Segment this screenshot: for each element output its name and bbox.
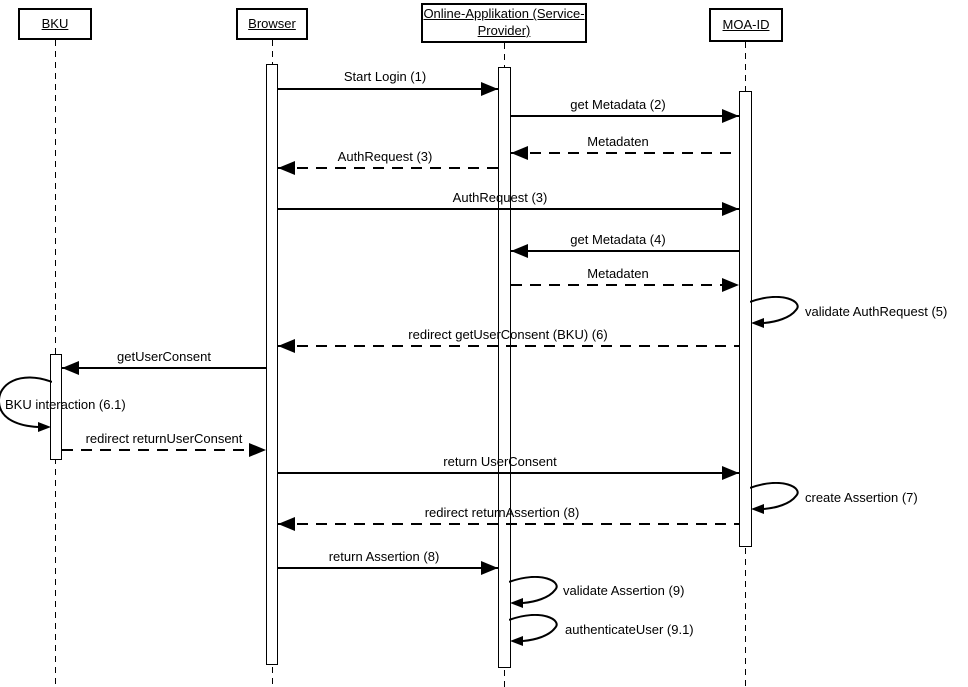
activation-bar-browser	[266, 64, 278, 665]
arrowhead-icon	[511, 244, 528, 258]
activation-bar-moa-id	[739, 91, 752, 547]
self-loop-bku-interaction	[0, 376, 52, 432]
self-loop-authenticateuser	[509, 614, 558, 646]
activation-bar-online-app	[498, 67, 511, 668]
self-loop-validate-assertion	[509, 576, 558, 608]
arrowhead-icon	[722, 466, 739, 480]
message-line-return-assertion	[278, 567, 498, 569]
message-line-authrequest-dashed	[278, 167, 498, 169]
message-label-authenticateuser: authenticateUser (9.1)	[565, 622, 694, 637]
actor-label-online-app-line1: Online-Applikation (Service-	[423, 6, 585, 22]
actor-label-moa-id: MOA-ID	[722, 16, 770, 32]
message-label-metadaten-1: Metadaten	[587, 134, 649, 149]
arrowhead-icon	[62, 361, 79, 375]
arrowhead-icon	[481, 561, 498, 575]
message-line-redirect-returnuserconsent	[62, 449, 266, 451]
message-label-bku-interaction: BKU interaction (6.1)	[5, 397, 126, 412]
message-line-return-userconsent	[278, 472, 739, 474]
message-label-redirect-getuserconsent: redirect getUserConsent (BKU) (6)	[408, 327, 608, 342]
arrowhead-icon	[722, 109, 739, 123]
message-label-getuserconsent: getUserConsent	[117, 349, 211, 364]
arrowhead-icon	[481, 82, 498, 96]
activation-bar-bku	[50, 354, 62, 460]
self-loop-create-assertion	[750, 482, 799, 514]
arrowhead-icon	[511, 146, 528, 160]
arrowhead-icon	[722, 278, 739, 292]
message-label-metadaten-2: Metadaten	[587, 266, 649, 281]
message-line-redirect-returnassertion	[278, 523, 739, 525]
actor-label-bku: BKU	[41, 15, 69, 31]
arrowhead-icon	[278, 161, 295, 175]
arrowhead-icon	[722, 202, 739, 216]
message-line-start-login	[278, 88, 498, 90]
message-label-get-metadata-2: get Metadata (2)	[570, 97, 666, 112]
message-label-get-metadata-4: get Metadata (4)	[570, 232, 666, 247]
message-label-return-userconsent: return UserConsent	[443, 454, 557, 469]
message-line-metadaten-2	[511, 284, 739, 286]
message-label-redirect-returnuserconsent: redirect returnUserConsent	[85, 431, 243, 446]
message-label-validate-authrequest: validate AuthRequest (5)	[805, 304, 948, 319]
message-label-start-login: Start Login (1)	[343, 69, 427, 84]
actor-box-moa-id: MOA-ID	[709, 8, 783, 42]
self-loop-validate-authrequest	[750, 296, 799, 328]
arrowhead-icon	[249, 443, 266, 457]
arrowhead-icon	[278, 339, 295, 353]
message-line-authrequest-solid	[278, 208, 739, 210]
message-label-redirect-returnassertion: redirect returnAssertion (8)	[424, 505, 580, 520]
message-label-create-assertion: create Assertion (7)	[805, 490, 918, 505]
message-label-authrequest-dashed: AuthRequest (3)	[337, 149, 433, 164]
message-line-getuserconsent	[62, 367, 266, 369]
message-line-get-metadata-2	[511, 115, 739, 117]
message-line-metadaten-1	[511, 152, 739, 154]
message-label-authrequest-solid: AuthRequest (3)	[452, 190, 548, 205]
actor-box-online-app: Online-Applikation (Service- Provider)	[421, 3, 587, 43]
message-line-get-metadata-4	[511, 250, 739, 252]
arrowhead-icon	[278, 517, 295, 531]
actor-box-browser: Browser	[236, 8, 308, 40]
actor-label-browser: Browser	[248, 15, 296, 31]
message-label-validate-assertion: validate Assertion (9)	[563, 583, 685, 598]
actor-box-bku: BKU	[18, 8, 92, 40]
message-label-return-assertion: return Assertion (8)	[328, 549, 440, 564]
message-line-redirect-getuserconsent	[278, 345, 739, 347]
actor-label-online-app-line2: Provider)	[477, 23, 531, 38]
